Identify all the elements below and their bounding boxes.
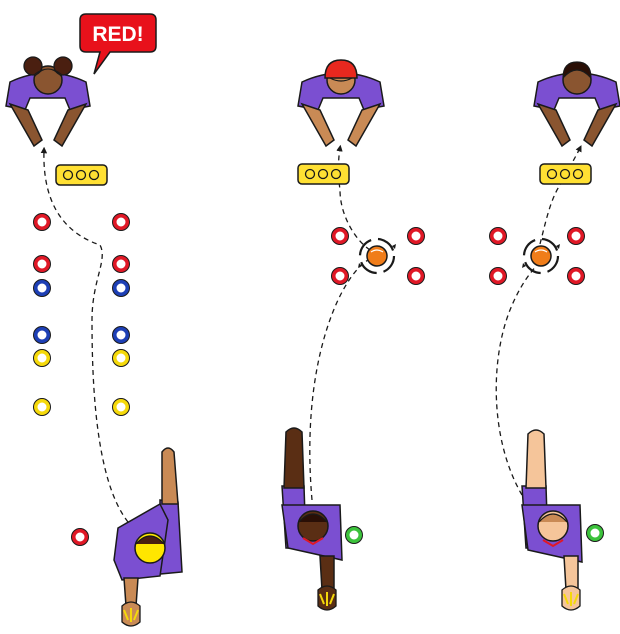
ring-marker-blue-icon (33, 326, 51, 344)
run-path-left (40, 146, 129, 523)
speech-bubble-icon (79, 13, 157, 75)
run-path-right (495, 261, 541, 496)
ring-markers-left (33, 213, 130, 416)
ring-marker-red-icon (112, 213, 130, 231)
player-left (113, 447, 183, 627)
player-raised-arm (525, 429, 547, 489)
coach-middle (297, 59, 385, 148)
ring-marker-red-icon (567, 267, 585, 285)
panel-middle (281, 59, 425, 611)
coach-arm-right (53, 102, 88, 148)
ring-marker-red-icon (407, 227, 425, 245)
coach-right (533, 61, 620, 148)
player-middle (281, 427, 343, 611)
ring-marker-red-icon (331, 267, 349, 285)
run-path-middle-upper (336, 144, 371, 251)
coach-head (33, 65, 63, 95)
ring-marker-yellow-icon (112, 349, 130, 367)
hoop-card-icon (297, 163, 350, 185)
run-path-right-upper (539, 145, 582, 245)
ring-marker-yellow-icon (33, 349, 51, 367)
ring-marker-red-icon (489, 267, 507, 285)
ring-markers-right (489, 227, 585, 285)
panel-right (489, 61, 620, 611)
hair-puff-icon (23, 56, 43, 76)
side-ring-green-icon (345, 526, 363, 544)
rotation-arrows-icon (358, 237, 396, 275)
ring-marker-blue-icon (112, 326, 130, 344)
ball-icon (530, 245, 552, 267)
callout-text: RED! (92, 23, 143, 46)
run-path-middle (309, 257, 373, 501)
ring-marker-yellow-icon (33, 398, 51, 416)
panel-left: RED! (5, 13, 183, 627)
ring-marker-blue-icon (112, 279, 130, 297)
ring-marker-red-icon (112, 255, 130, 273)
ball-rotation-right (522, 237, 560, 275)
player-lower-arm (563, 555, 579, 591)
ring-marker-blue-icon (33, 279, 51, 297)
side-ring-red-icon (71, 528, 89, 546)
callout-bubble: RED! (79, 13, 157, 75)
ball-icon (366, 245, 388, 267)
ring-marker-red-icon (331, 227, 349, 245)
ring-marker-yellow-icon (112, 398, 130, 416)
ring-marker-red-icon (33, 213, 51, 231)
player-raised-arm (283, 427, 305, 489)
ring-marker-red-icon (567, 227, 585, 245)
rotation-arrows-icon (522, 237, 560, 275)
player-raised-arm (161, 447, 179, 505)
player-right (521, 429, 583, 611)
hoop-card-icon (539, 163, 592, 185)
ring-marker-red-icon (407, 267, 425, 285)
ball-rotation-middle (358, 237, 396, 275)
ring-marker-red-icon (489, 227, 507, 245)
player-lower-arm (319, 555, 335, 591)
side-ring-green-icon (586, 524, 604, 542)
hoop-card-icon (55, 164, 108, 186)
coach-left (5, 56, 91, 148)
ring-marker-red-icon (33, 255, 51, 273)
coach-hair-icon (562, 61, 592, 80)
coach-cap-red-icon (324, 59, 358, 79)
hair-puff-icon (53, 56, 73, 76)
ring-markers-middle (331, 227, 425, 285)
coach-arm-left (8, 102, 43, 148)
